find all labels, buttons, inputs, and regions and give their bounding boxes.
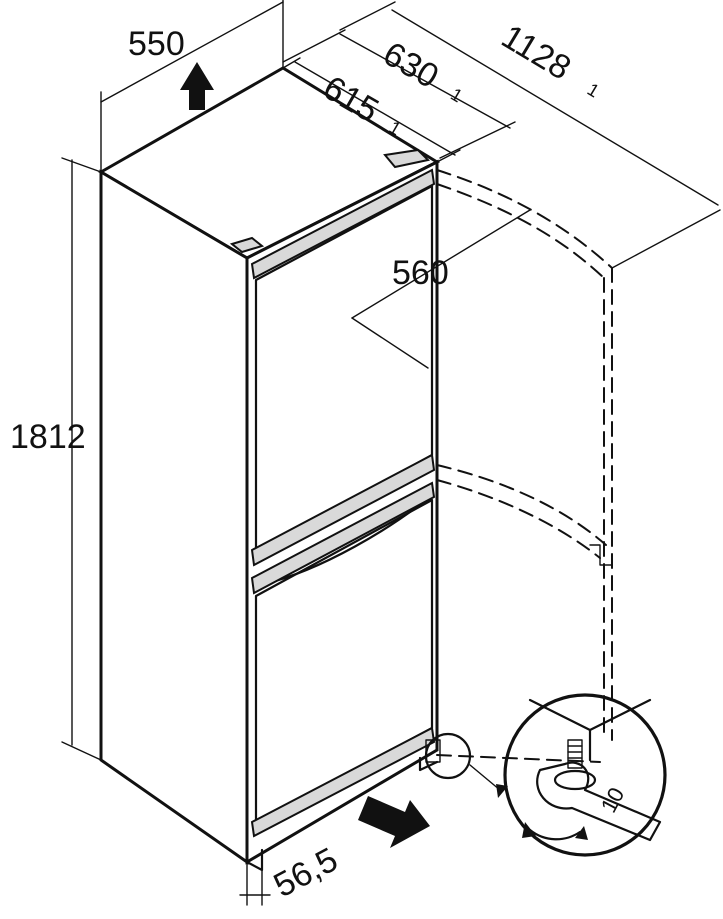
dim-height: 1812 <box>10 157 102 761</box>
rotate-arrow-icon <box>528 828 582 841</box>
up-arrow-icon <box>180 62 214 110</box>
dim-foot-offset-label: 56,5 <box>268 840 344 905</box>
detail-source-circle <box>424 732 472 780</box>
fridge-side-face <box>99 169 249 865</box>
upper-door-top-trim <box>250 168 436 280</box>
dim-height-label: 1812 <box>10 418 86 456</box>
open-door-outline <box>436 169 613 763</box>
foot-detail-callout: 10 <box>424 693 667 857</box>
push-arrow-icon <box>358 796 430 848</box>
dim-door-width: 560 <box>351 209 531 369</box>
svg-text:1: 1 <box>584 79 603 101</box>
fridge-body <box>98 66 441 865</box>
dim-door-width-label: 560 <box>392 254 449 292</box>
upper-door <box>250 184 436 567</box>
dim-total-depth-label: 1128 <box>495 17 577 87</box>
dim-width-label: 550 <box>128 25 185 63</box>
detail-circle <box>503 693 667 857</box>
lower-door <box>250 481 436 838</box>
dim-width: 550 <box>100 0 284 173</box>
wrench-size-label: 10 <box>596 783 630 816</box>
wrench-icon <box>536 761 662 842</box>
svg-text:1: 1 <box>447 84 466 106</box>
